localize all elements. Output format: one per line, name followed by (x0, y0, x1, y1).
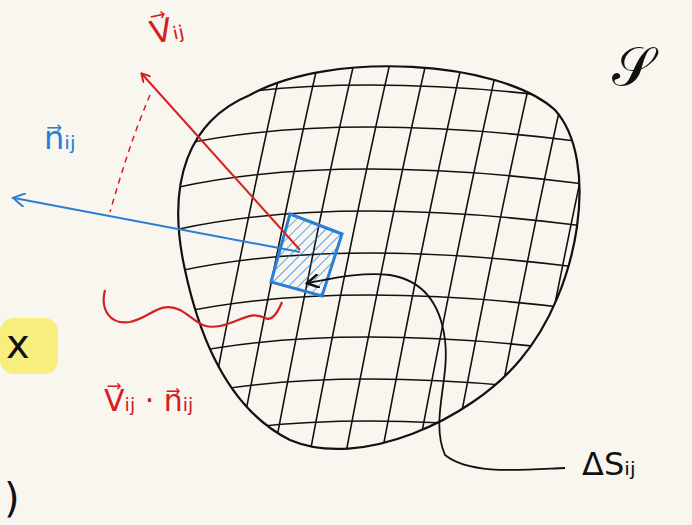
bracket-mark: ) (4, 478, 20, 518)
variable-mark: x (6, 324, 30, 364)
patch-label: ΔSᵢⱼ (582, 448, 636, 480)
grid-line (150, 211, 620, 236)
surface-symbol: 𝒮 (612, 40, 654, 94)
surface-grid (150, 50, 681, 490)
grid-line (150, 169, 620, 194)
grid-line (591, 50, 681, 490)
grid-line (519, 50, 609, 490)
field-vector (142, 74, 300, 250)
normal-vector (14, 198, 300, 252)
grid-line (267, 50, 357, 490)
grid-line (195, 50, 285, 490)
dot-product-label: V⃗ᵢⱼ · n⃗ᵢⱼ (104, 386, 193, 416)
leader-line (308, 274, 565, 470)
vector-label: V⃗ᵢⱼ (147, 11, 186, 49)
grid-line (411, 50, 501, 490)
grid-line (339, 50, 429, 490)
grid-line (150, 127, 620, 152)
surface-outline (178, 66, 579, 449)
grid-line (447, 50, 537, 490)
normal-label: n⃗ᵢⱼ (44, 122, 76, 154)
grid-line (375, 50, 465, 490)
grid-line (150, 379, 620, 404)
projection-dash (110, 95, 150, 212)
highlight-mark (0, 318, 58, 374)
brace-squiggle (104, 290, 282, 327)
surface-patch (271, 214, 342, 296)
